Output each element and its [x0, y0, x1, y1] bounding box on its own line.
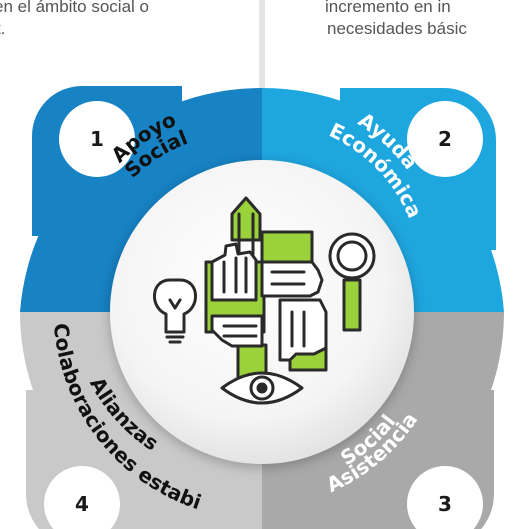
- background-text-left-1: en el ámbito social o: [0, 0, 149, 16]
- number-badge-2: 2: [407, 101, 483, 177]
- number-2: 2: [438, 127, 452, 151]
- background-text-left-2: t.: [0, 19, 6, 38]
- background-text-right-1: incremento en in: [325, 0, 451, 16]
- number-4: 4: [75, 492, 89, 516]
- number-3: 3: [438, 492, 452, 516]
- teamwork-hands-icon: [153, 196, 376, 405]
- background-text-right-2: necesidades básic: [327, 19, 467, 38]
- number-1: 1: [90, 127, 104, 151]
- number-badge-1: 1: [59, 101, 135, 177]
- number-badge-4: 4: [44, 466, 120, 529]
- number-badge-3: 3: [407, 466, 483, 529]
